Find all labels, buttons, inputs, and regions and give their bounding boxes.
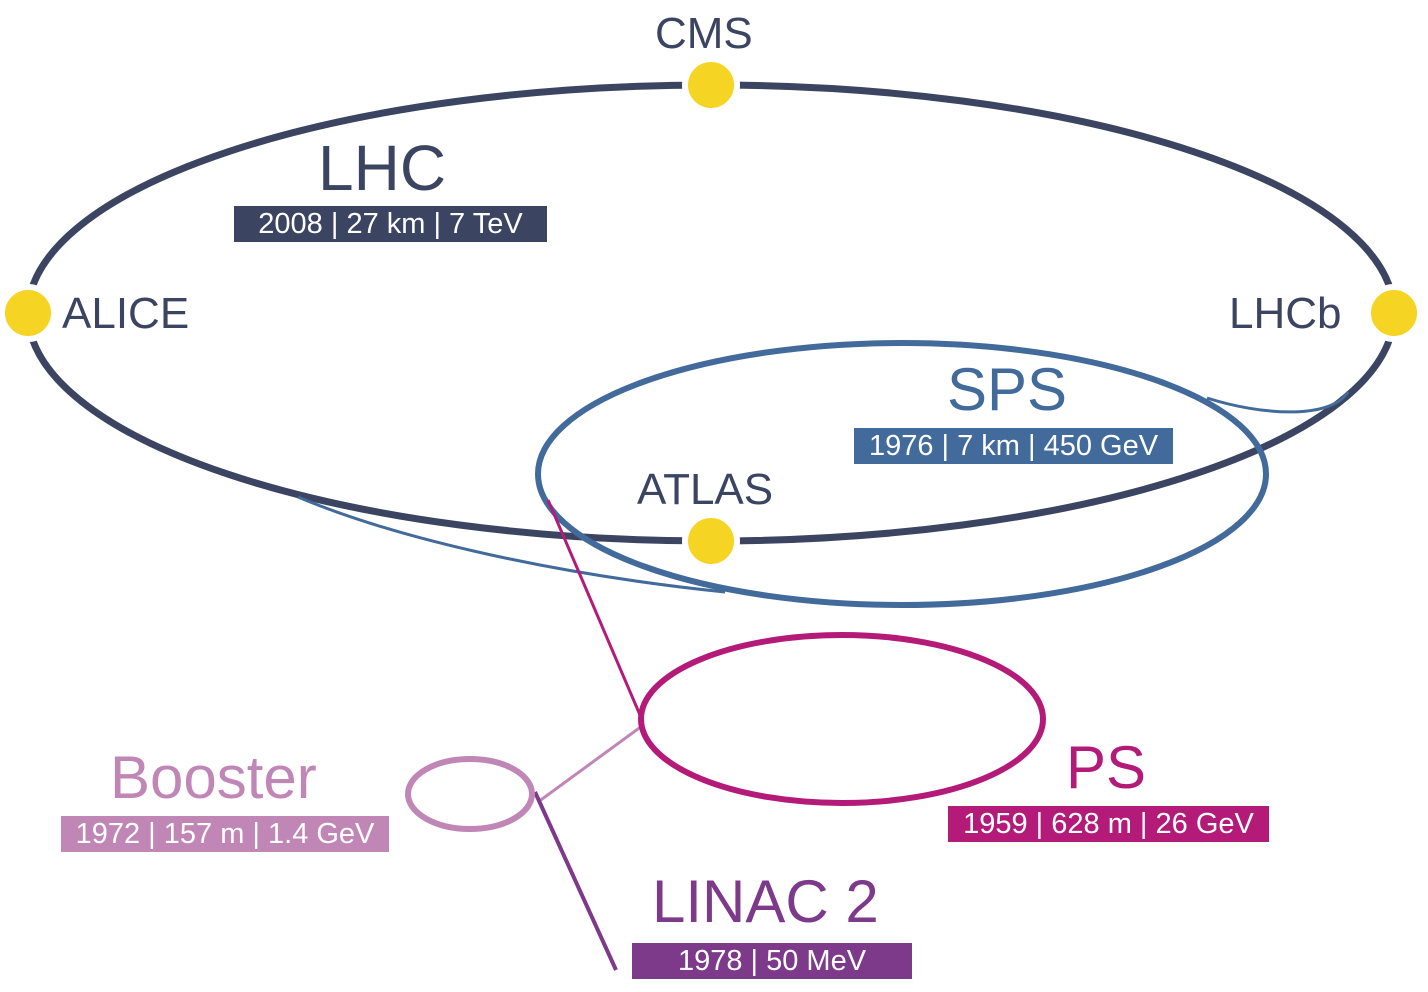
sps-lhc-transfer-line-left <box>297 495 726 594</box>
lhc-title: LHC <box>318 132 447 204</box>
linac-stats-badge: 1978 | 50 MeV <box>632 943 912 979</box>
alice-label: ALICE <box>62 289 190 338</box>
atlas-label: ATLAS <box>637 465 774 514</box>
cms-label: CMS <box>655 9 753 58</box>
linac-line <box>533 791 618 971</box>
ps-sps-transfer-line <box>546 499 645 723</box>
lhcb-marker <box>1365 284 1423 342</box>
lhc-stats-badge: 2008 | 27 km | 7 TeV <box>234 206 547 242</box>
ps-title: PS <box>1066 734 1147 801</box>
linac-title: LINAC 2 <box>652 868 879 935</box>
ps-ring <box>638 632 1046 806</box>
sps-lhc-transfer-line-right <box>1206 391 1350 414</box>
alice-marker <box>0 284 57 342</box>
lhcb-label: LHCb <box>1229 289 1342 338</box>
sps-title: SPS <box>947 356 1068 423</box>
booster-ring <box>405 756 535 832</box>
booster-ps-transfer-line <box>537 724 643 804</box>
cms-marker <box>682 56 740 114</box>
booster-stats-badge: 1972 | 157 m | 1.4 GeV <box>61 816 389 852</box>
booster-title: Booster <box>110 744 317 811</box>
atlas-marker <box>682 512 740 570</box>
ps-stats-badge: 1959 | 628 m | 26 GeV <box>948 806 1269 842</box>
sps-stats-badge: 1976 | 7 km | 450 GeV <box>854 428 1173 464</box>
sps-ring <box>535 340 1269 608</box>
